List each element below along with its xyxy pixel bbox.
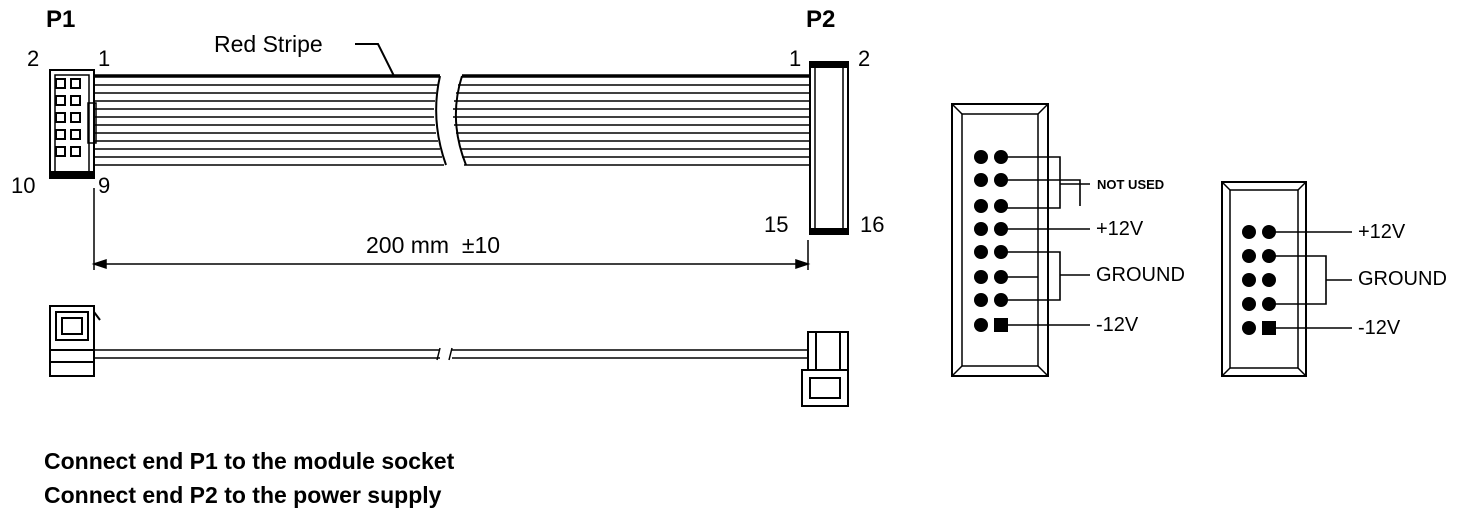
p2-pin-16-label: 16 — [860, 212, 885, 237]
p2-pin-15-label: 15 — [764, 212, 789, 237]
red-stripe-leader — [355, 43, 395, 77]
cable-side-view — [49, 305, 849, 407]
p2-label: P2 — [806, 6, 836, 33]
minus12v-label-16pin: -12V — [1096, 314, 1139, 336]
connector-16pin — [951, 103, 1090, 377]
p1-connector — [49, 69, 97, 179]
plus12v-label-16pin: +12V — [1096, 218, 1144, 240]
p2-connector — [809, 61, 849, 235]
ribbon-cable-left — [94, 74, 447, 166]
ground-label-10pin: GROUND — [1358, 268, 1447, 290]
length-dimension — [91, 188, 811, 270]
red-stripe-label: Red Stripe — [214, 31, 323, 57]
p1-label: P1 — [46, 6, 76, 33]
plus12v-label-10pin: +12V — [1358, 221, 1406, 243]
connector-10pin — [1221, 181, 1352, 377]
p1-pin-1-label: 1 — [98, 46, 111, 71]
p1-pin-2-label: 2 — [27, 46, 40, 71]
instruction-note-p2: Connect end P2 to the power supply — [44, 482, 442, 508]
p1-pin-9-label: 9 — [98, 173, 111, 198]
not-used-label: NOT USED — [1097, 177, 1165, 192]
pins-10pin — [1242, 225, 1276, 335]
ground-label-16pin: GROUND — [1096, 264, 1185, 286]
ribbon-cable-right — [453, 74, 810, 166]
minus12v-label-10pin: -12V — [1358, 317, 1401, 339]
pins-16pin — [974, 150, 1008, 332]
p1-pin-10-label: 10 — [11, 173, 36, 198]
p2-pin-1-label: 1 — [789, 46, 802, 71]
instruction-note-p1: Connect end P1 to the module socket — [44, 448, 455, 474]
length-label: 200 mm ±10 — [366, 232, 501, 258]
p2-pin-2-label: 2 — [858, 46, 871, 71]
